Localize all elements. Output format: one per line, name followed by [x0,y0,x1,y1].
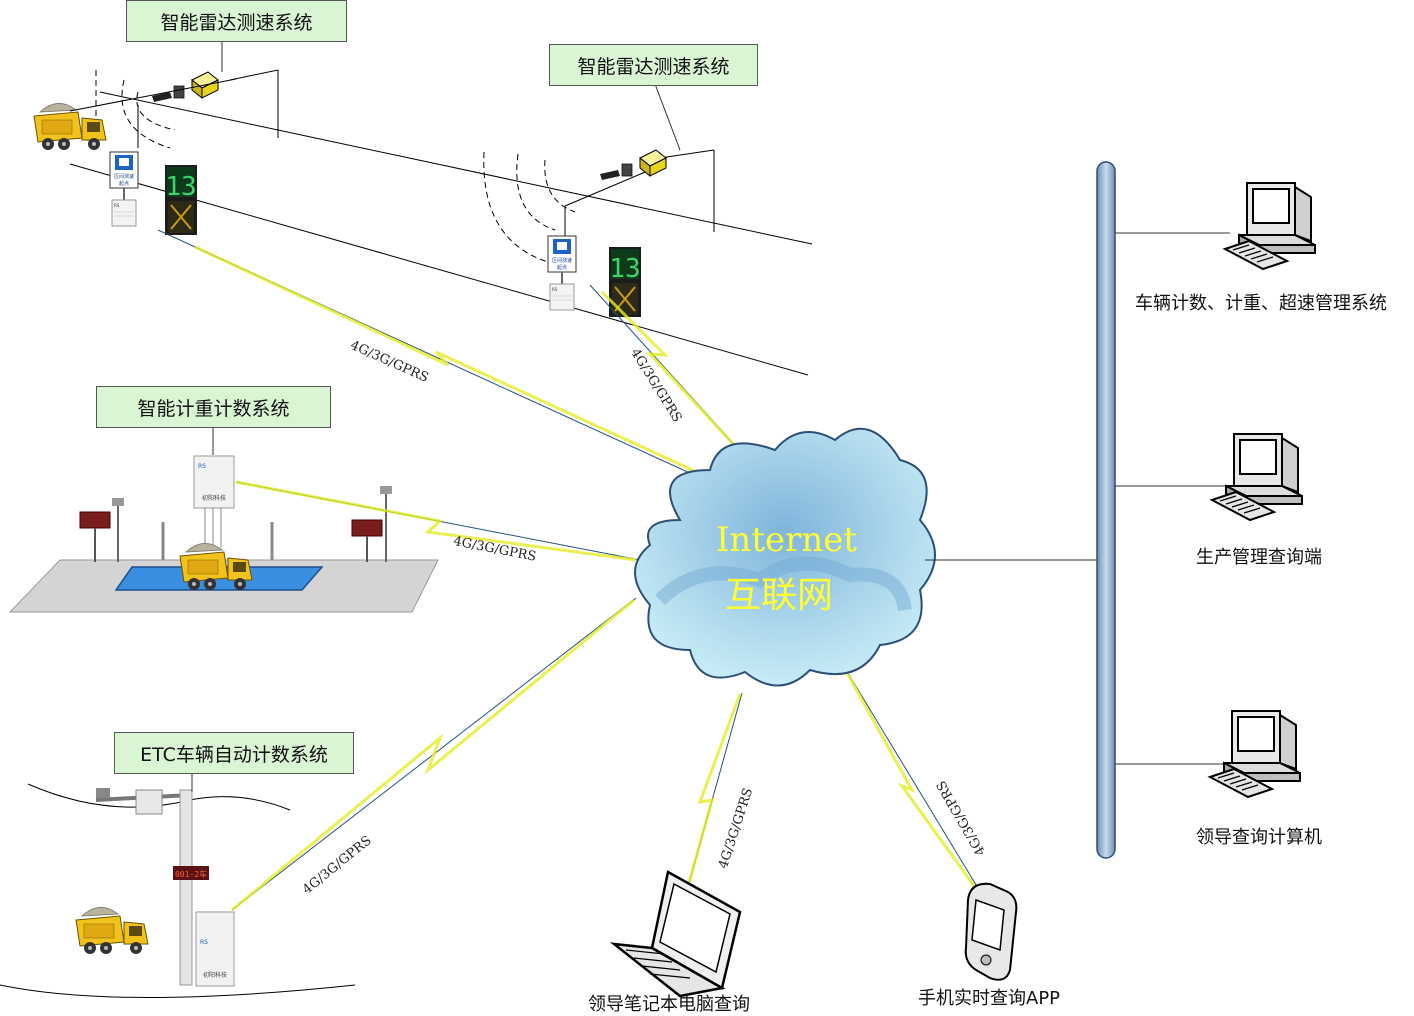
etc-system-label: ETC车辆自动计数系统 [114,732,354,774]
terminal-label-leader-computer: 领导查询计算机 [1196,827,1322,848]
phone-icon [964,882,1018,981]
radar-site-2: 13 [547,149,667,318]
terminal-label-phone-app: 手机实时查询APP [918,988,1061,1009]
weigh-station: RS 初阳科技 [8,428,439,613]
truck-icon [33,102,107,151]
radar-camera-icon [599,149,667,181]
device-brand-label: 初阳科技 [202,494,226,502]
weigh-system-label: 智能计重计数系统 [96,386,331,428]
desktop-computer-icon [1211,433,1303,521]
radar-system-label-2: 智能雷达测速系统 [549,44,758,86]
desktop-computer-icon [1209,710,1301,798]
truck-icon [75,906,149,955]
wireless-links [157,229,992,931]
radar-camera-icon [151,71,219,103]
laptop-icon [609,870,742,998]
radar-system-label-1: 智能雷达测速系统 [126,0,347,42]
box-connector [654,83,681,151]
terminal-label-laptop: 领导笔记本电脑查询 [588,994,750,1015]
cloud-subtitle: 互联网 [724,575,833,616]
terminal-label-production-query: 生产管理查询端 [1196,547,1322,568]
speed-display-value: 13 [165,172,196,202]
cloud-title: Internet [716,520,858,560]
speed-zone-sign-icon [109,151,139,227]
network-bus [1096,161,1116,859]
terminal-label-management-system: 车辆计数、计重、超速管理系统 [1135,293,1387,314]
svg-text:RS: RS [198,463,206,470]
desktop-computer-icon [1224,182,1316,270]
internet-cloud-icon [634,427,936,687]
speed-zone-sign-icon [547,235,577,311]
speed-display-value: 13 [609,254,640,284]
etc-display-value: 001-2车 [175,869,207,879]
device-brand-label: 初阳科技 [203,971,227,979]
svg-text:RS: RS [200,939,208,946]
etc-site: 001-2车 RS 初阳科技 [0,783,356,998]
radar-site-1: 13 [33,71,237,236]
